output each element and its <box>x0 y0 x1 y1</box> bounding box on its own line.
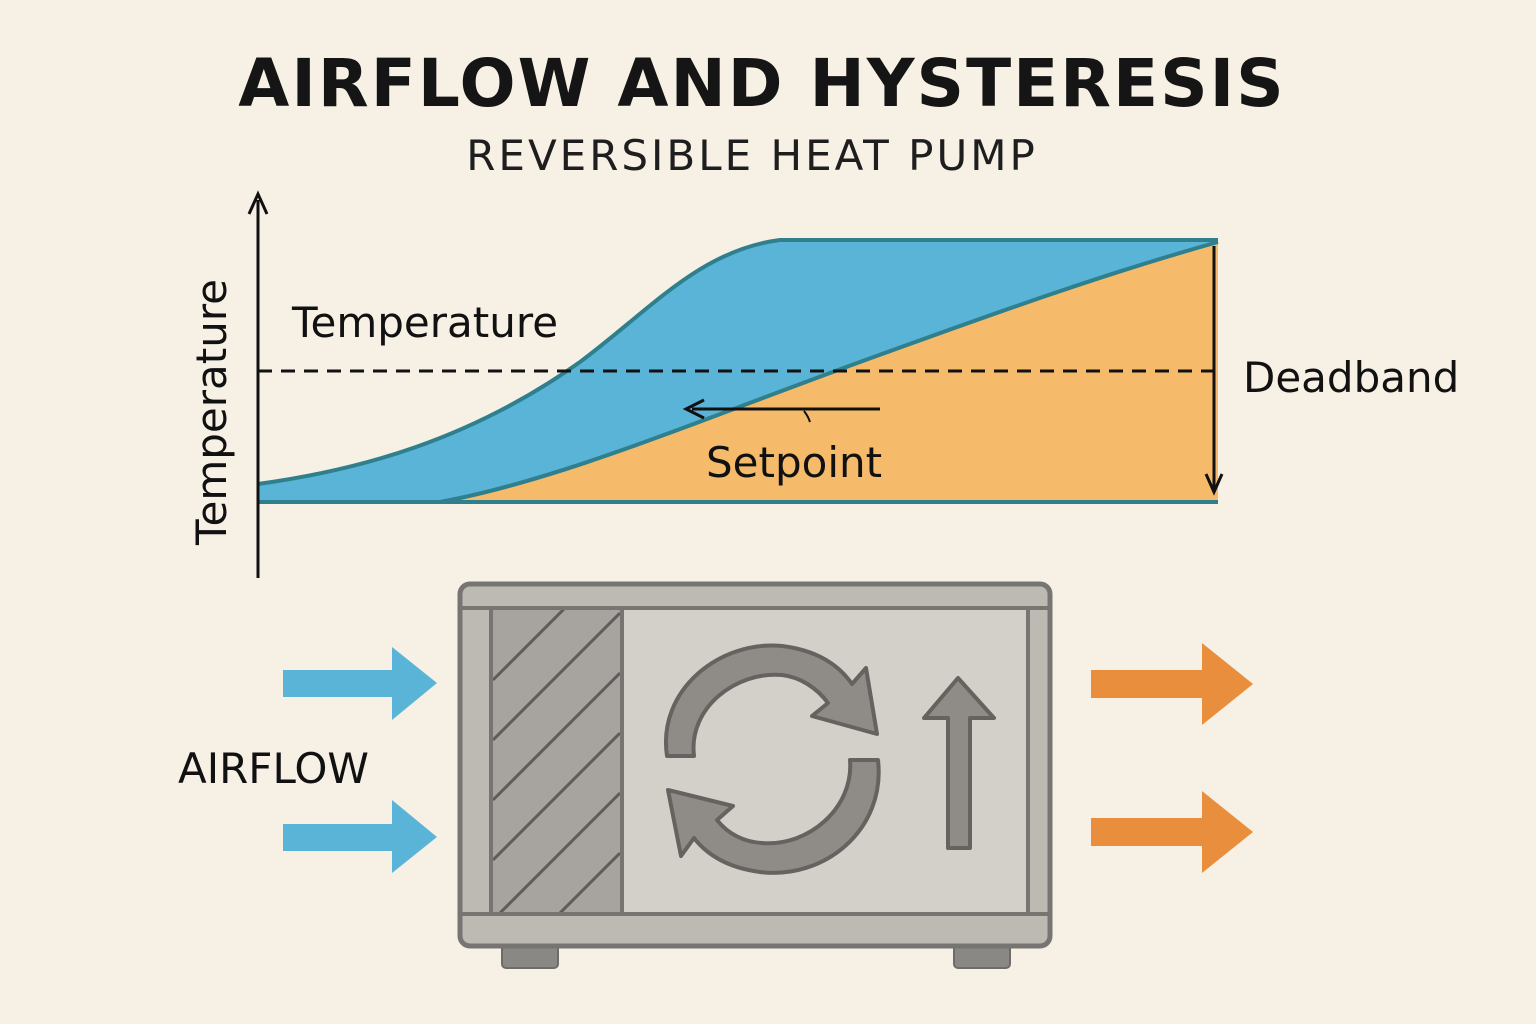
page-title: AIRFLOW AND HYSTERESIS <box>238 45 1285 122</box>
warm-region <box>440 242 1218 502</box>
page-subtitle: REVERSIBLE HEAT PUMP <box>466 131 1038 180</box>
setpoint-label: Setpoint <box>706 438 882 487</box>
cool-region <box>258 240 1218 502</box>
up-arrow-icon <box>922 676 996 850</box>
upper-curve <box>257 238 1218 486</box>
airflow-label: AIRFLOW <box>178 744 369 793</box>
outflow-arrow-top <box>1091 643 1253 725</box>
inflow-arrow-top <box>283 647 437 720</box>
inflow-arrows <box>283 647 437 873</box>
coil-panel <box>493 610 620 912</box>
recycle-reverse-icon <box>663 643 881 875</box>
outflow-arrows <box>1091 643 1253 873</box>
inflow-arrow-bottom <box>283 800 437 873</box>
coil-hatching <box>493 610 620 912</box>
hysteresis-graph: Temperature Deadband Temperature Setpoin… <box>187 190 1459 578</box>
curve-label: Temperature <box>291 298 558 347</box>
y-axis-label: Temperature <box>187 279 236 546</box>
setpoint-tick <box>803 410 811 423</box>
heat-pump-unit <box>457 581 1053 969</box>
setpoint-arrowhead <box>682 398 705 420</box>
deadband-label: Deadband <box>1243 353 1459 402</box>
y-axis-arrowhead <box>247 190 269 215</box>
deadband-arrowhead <box>1204 473 1224 496</box>
lower-curve <box>439 240 1219 504</box>
outflow-arrow-bottom <box>1091 791 1253 873</box>
